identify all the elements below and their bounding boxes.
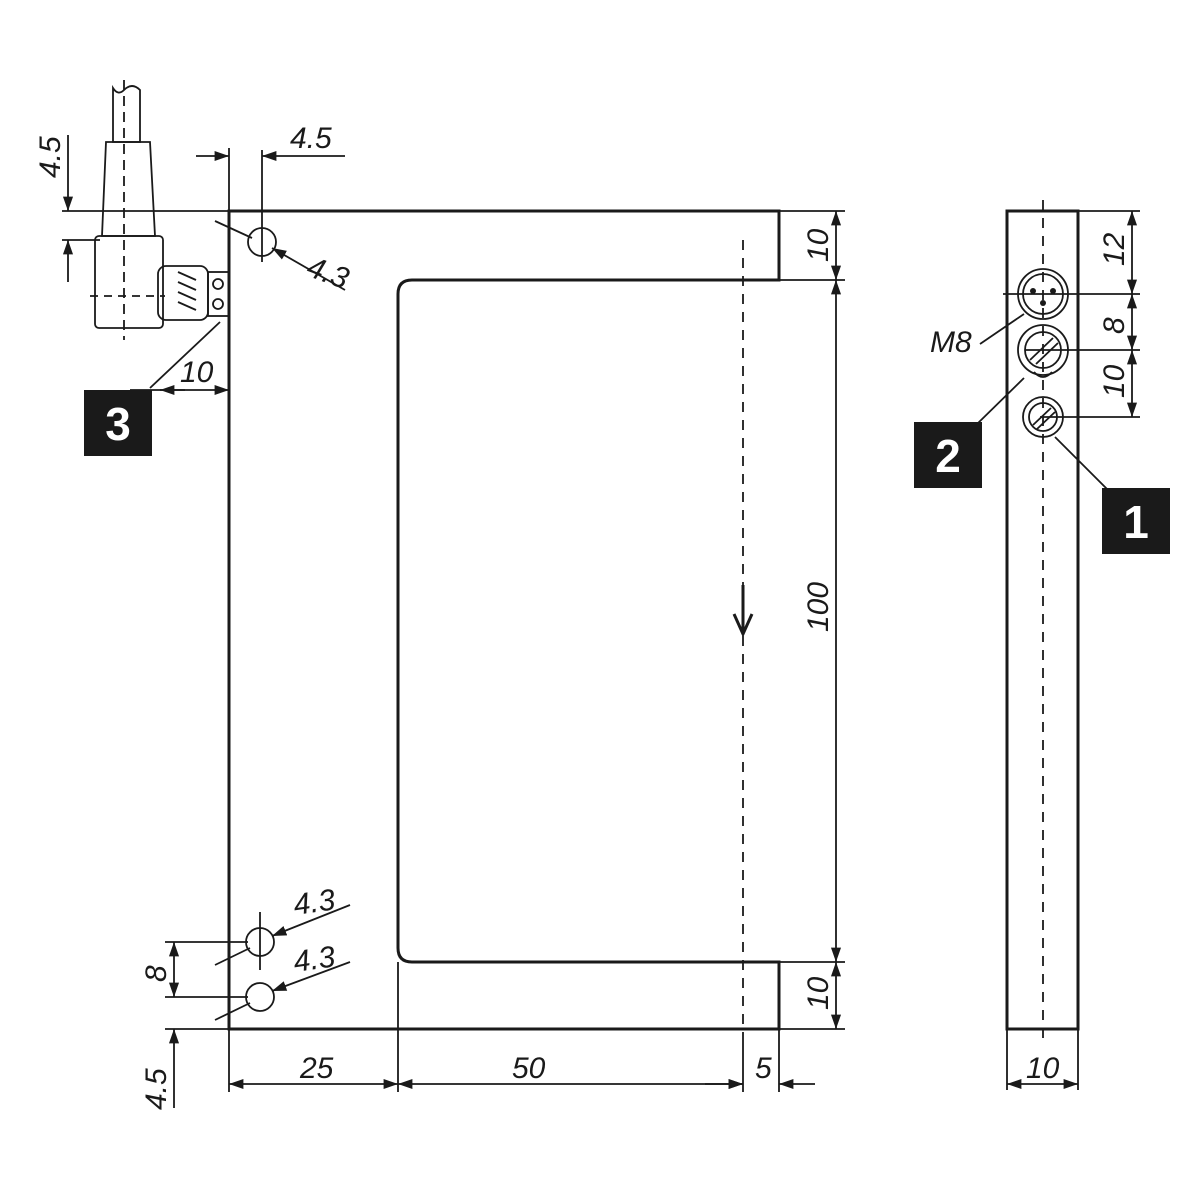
dim-led-to-pot-label: 10 [1098,364,1131,398]
dim-hole-offset-x: 4.5 [196,122,345,211]
svg-text:3: 3 [105,398,131,450]
mounting-hole-top [214,150,346,291]
side-dim-width: 10 [1006,1029,1079,1090]
front-view: 4.5 4.5 4.3 10 3 [34,80,845,1110]
badge-3: 3 [84,390,152,456]
leader-line-1 [1054,436,1109,491]
badge-2: 2 [914,422,982,488]
dim-bottom-widths: 25 50 5 [228,962,815,1092]
connector-assembly [90,80,230,340]
dim-bottom-offset: 4.5 [140,1028,229,1110]
dim-upper-arm-label: 10 [802,228,835,262]
dim-top-offset: 4.5 [34,135,240,282]
dim-slot-height-label: 100 [802,582,835,632]
dim-top-to-connector-label: 12 [1098,232,1131,266]
dim-connector-to-led-label: 8 [1098,317,1131,334]
dim-hole-pitch: 8 [140,941,248,998]
svg-text:1: 1 [1123,496,1149,548]
side-view: 12 8 10 M8 2 1 10 [914,200,1170,1090]
dim-right-verticals: 10 100 10 [779,210,845,1030]
mounting-hole-bottom-upper [214,904,351,970]
leader-line-3 [149,321,221,389]
dim-width-back-label: 25 [299,1052,334,1085]
dim-hole-bottom-lower-label: 4.3 [291,940,337,979]
side-dims-vertical: 12 8 10 [1003,210,1140,418]
dim-connector-depth-label: 10 [180,356,214,389]
thread-leader [979,313,1025,345]
dim-connector-depth: 10 [130,330,230,396]
dim-hole-top-dia-label: 4.3 [303,251,354,296]
dim-lower-arm-label: 10 [802,976,835,1010]
svg-text:2: 2 [935,430,961,482]
thread-label: M8 [930,326,972,359]
dim-top-offset-label: 4.5 [34,136,67,178]
dim-width-slot-label: 50 [512,1052,546,1085]
leader-line-2 [974,377,1025,427]
dim-bottom-offset-label: 4.5 [140,1068,173,1110]
side-dim-width-label: 10 [1026,1052,1060,1085]
fork-body-outline [227,209,781,1031]
dim-hole-offset-x-label: 4.5 [290,122,332,155]
dim-width-tip-label: 5 [755,1052,772,1085]
dim-hole-pitch-label: 8 [140,965,173,982]
dim-hole-bottom-upper-label: 4.3 [291,883,337,922]
badge-1: 1 [1102,488,1170,554]
